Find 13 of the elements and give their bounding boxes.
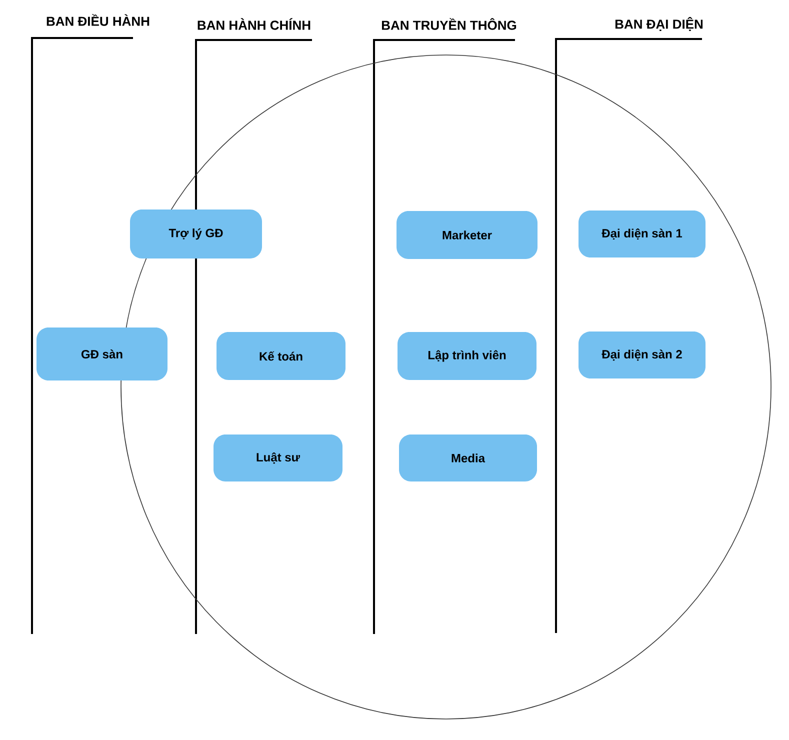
role-box: GĐ sàn: [36, 328, 168, 380]
column-heading: BAN ĐẠI DIỆN: [615, 17, 703, 31]
column-heading: BAN TRUYỀN THÔNG: [382, 18, 516, 30]
column-heading: BAN ĐIỀU HÀNH: [46, 14, 150, 26]
role-box: Kế toán: [216, 332, 346, 380]
role-box: Đại diện sàn 1: [578, 210, 706, 258]
column-heading: BAN HÀNH CHÍNH: [198, 18, 310, 30]
role-box: Marketer: [396, 211, 538, 259]
role-box: Luật sư: [214, 434, 342, 482]
circle-outline: [120, 54, 772, 720]
role-box: Media: [399, 434, 537, 482]
role-box: Lập trình viên: [398, 332, 536, 380]
role-box: Đại diện sàn 2: [578, 332, 706, 378]
